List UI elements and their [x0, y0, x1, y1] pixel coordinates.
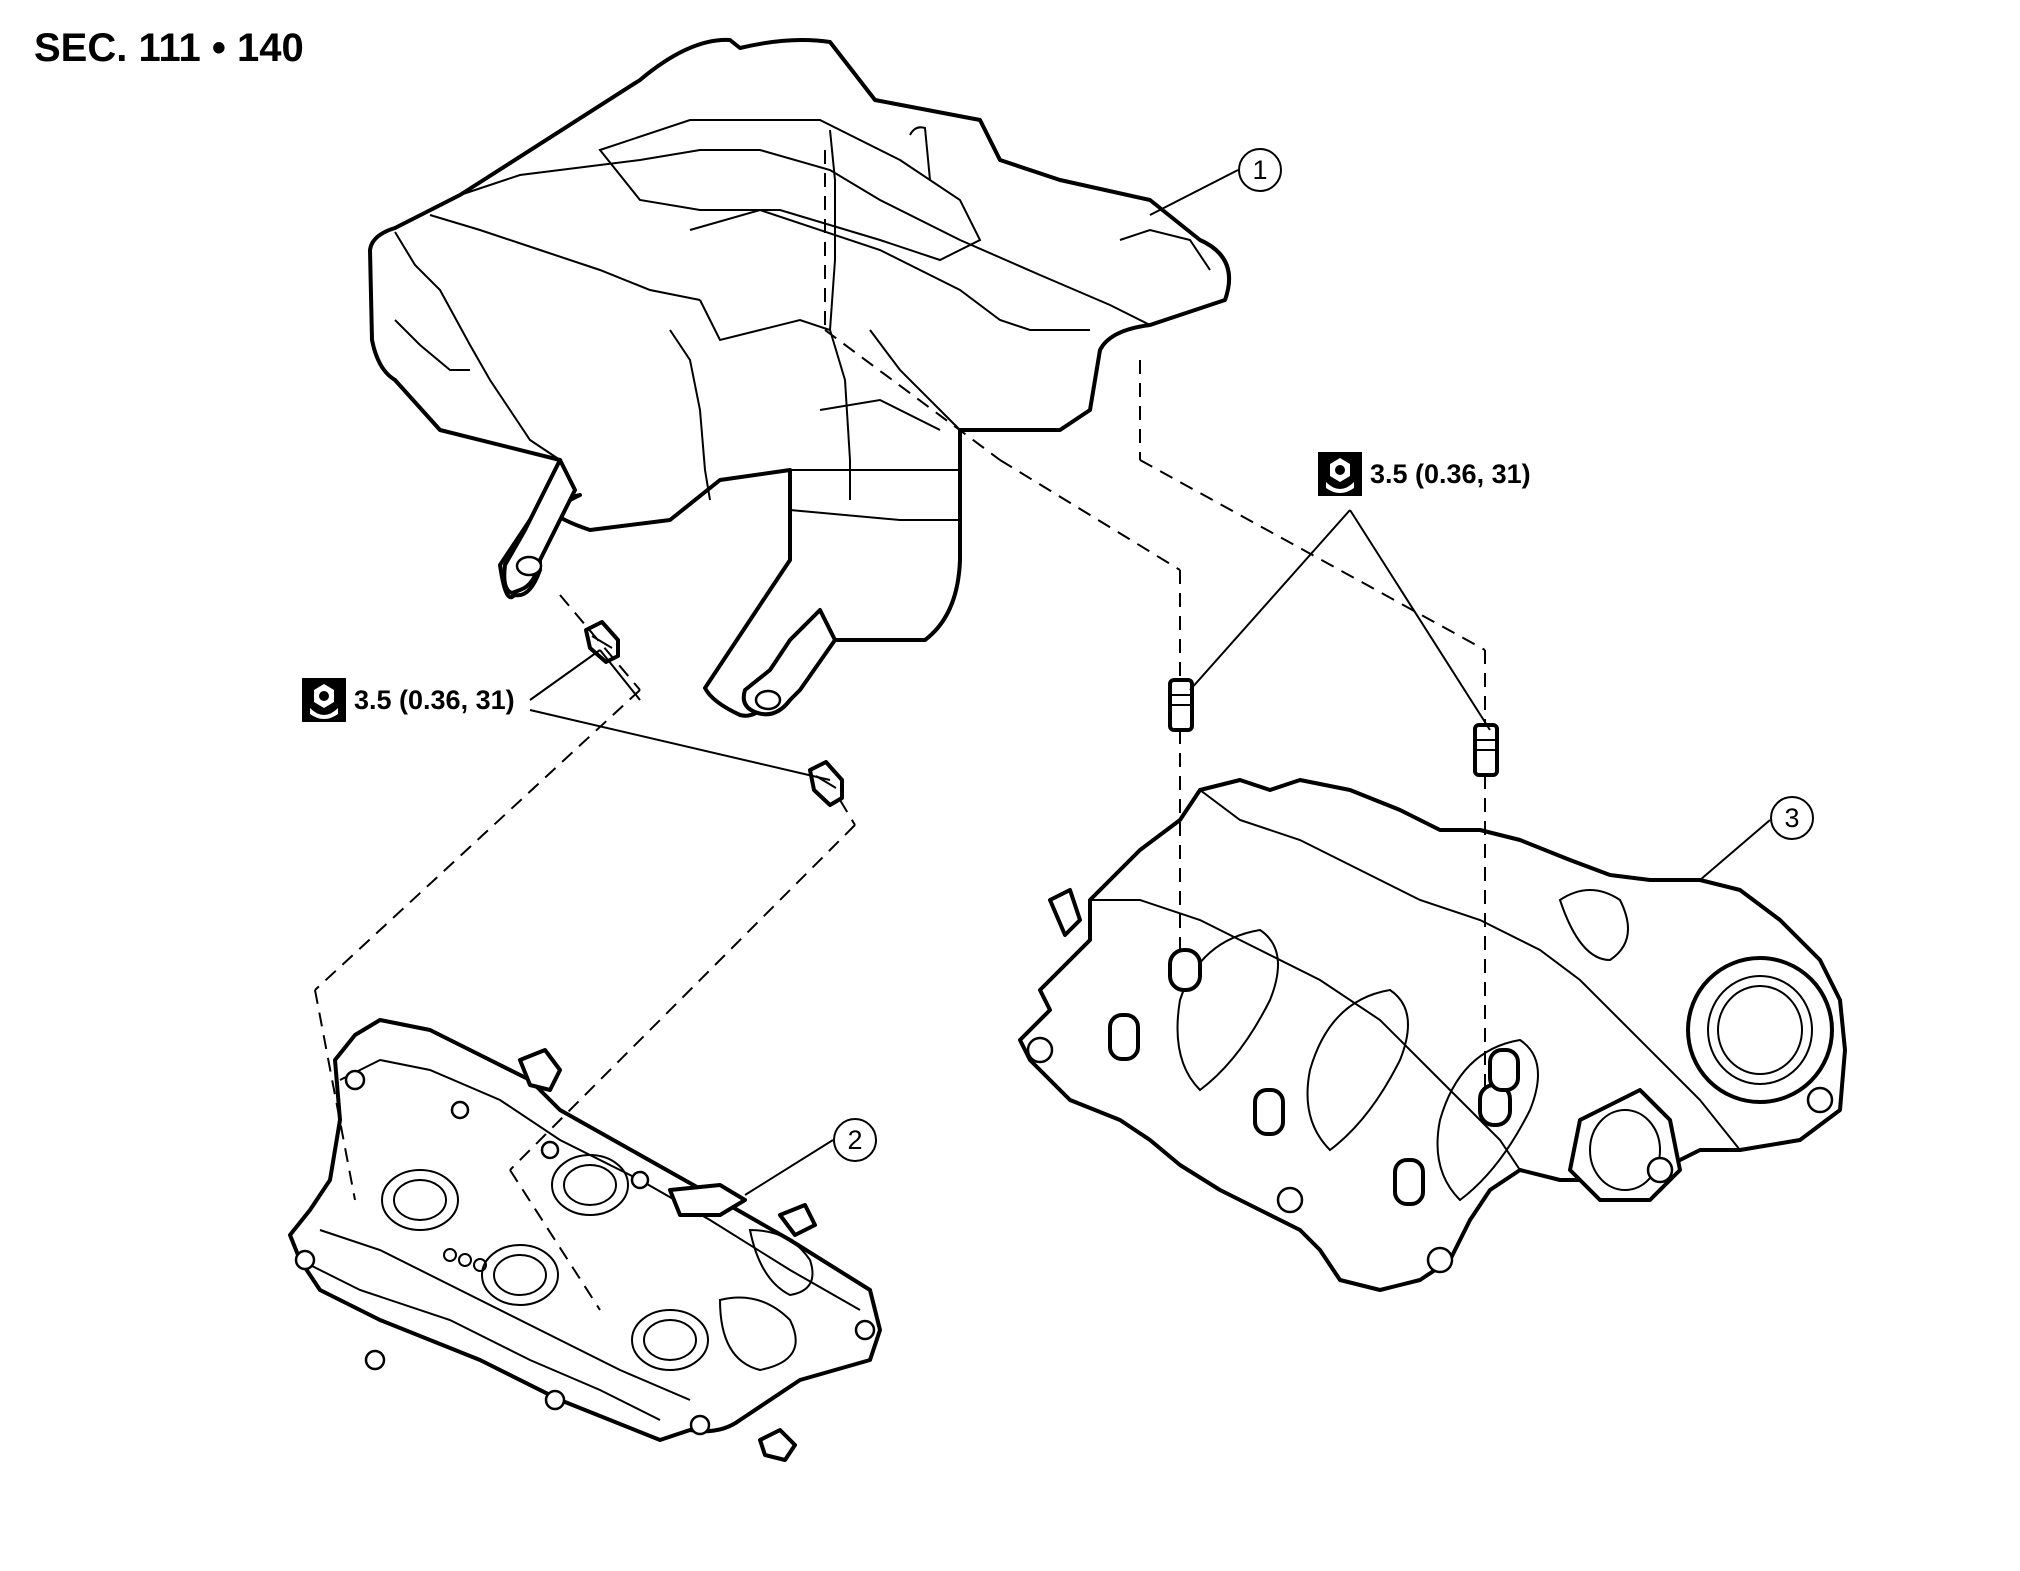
- section-reference: SEC. 111 • 140: [34, 26, 304, 70]
- intake-manifold: [1018, 778, 1847, 1292]
- cover-bolt-right: [808, 760, 844, 807]
- callout-3: 3: [1770, 796, 1814, 840]
- torque-spec-left: 3.5 (0.36, 31): [302, 678, 515, 722]
- torque-value: 3.5 (0.36, 31): [1370, 458, 1531, 489]
- intake-manifold-collector: [288, 1018, 882, 1462]
- intake-manifold-cover: [368, 37, 1231, 718]
- manifold-stud-right: [1473, 723, 1499, 777]
- torque-value: 3.5 (0.36, 31): [354, 684, 515, 715]
- callout-2: 2: [833, 1118, 877, 1162]
- torque-wrench-icon: [302, 678, 346, 722]
- leader-lines: [529, 169, 1771, 1196]
- manifold-stud-left: [1168, 678, 1194, 732]
- assembly-dashed-lines: [314, 150, 1486, 1311]
- torque-wrench-icon: [1318, 452, 1362, 496]
- callout-1: 1: [1238, 148, 1282, 192]
- torque-spec-right: 3.5 (0.36, 31): [1318, 452, 1531, 496]
